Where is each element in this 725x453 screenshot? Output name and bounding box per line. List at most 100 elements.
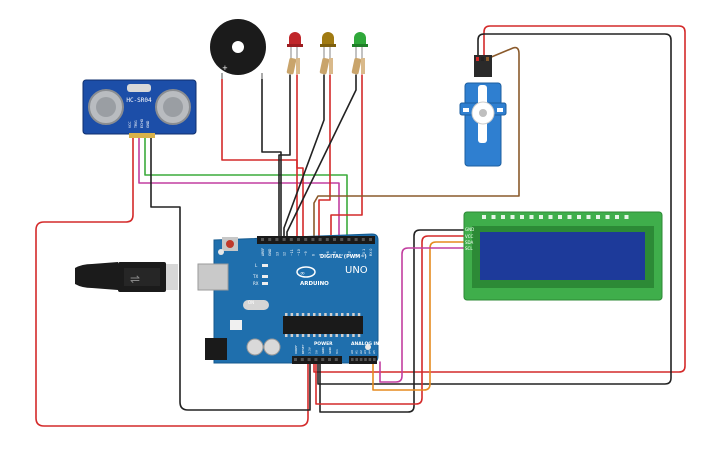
- wire-servo-gnd[interactable]: [317, 33, 672, 385]
- servo-motor-icon[interactable]: [459, 55, 507, 167]
- power-pin-hole[interactable]: [294, 358, 297, 361]
- lcd-pin-hole: [596, 215, 600, 219]
- wire-buzzer-negative[interactable]: [261, 74, 282, 241]
- arduino-brand: ARDUINO: [300, 281, 329, 287]
- digital-pin-hole[interactable]: [361, 238, 365, 241]
- digital-pin-hole[interactable]: [304, 238, 308, 241]
- wire-ultrasonic-gnd[interactable]: [150, 137, 311, 411]
- chip-pin: [285, 313, 288, 316]
- digital-pin-label: AREF: [261, 248, 265, 256]
- lcd-pin-hole: [491, 215, 496, 219]
- led-red[interactable]: [286, 32, 303, 75]
- digital-pin-hole[interactable]: [354, 238, 358, 241]
- power-pin-label: GND: [328, 346, 332, 354]
- digital-pin-label: GND: [268, 248, 272, 256]
- digital-pin-label: ~6: [326, 251, 330, 256]
- chip-pin: [318, 313, 322, 316]
- digital-pin-hole[interactable]: [340, 238, 344, 241]
- digital-pin-hole[interactable]: [282, 238, 286, 241]
- digital-pin-hole[interactable]: [268, 238, 272, 241]
- wire-led-red-anode[interactable]: [296, 74, 304, 241]
- wire-lcd-vcc[interactable]: [315, 235, 471, 405]
- digital-pin-hole[interactable]: [261, 238, 264, 241]
- analog-pin-label: A0: [350, 350, 354, 354]
- wire-ultrasonic-echo[interactable]: [144, 137, 348, 241]
- wire-led-yellow-cathode[interactable]: [283, 74, 325, 241]
- power-pin-hole[interactable]: [314, 358, 318, 361]
- power-pin-hole[interactable]: [328, 358, 331, 361]
- chip-pin: [301, 313, 305, 316]
- lcd-pin-hole: [501, 215, 505, 219]
- lcd-pin-hole: [567, 215, 572, 219]
- digital-pin-label: 12: [283, 252, 287, 256]
- power-pin-label: IOREF: [294, 345, 298, 354]
- chip-pin: [285, 334, 288, 337]
- lcd-display[interactable]: GND VCC SDA SCL: [463, 211, 663, 301]
- chip-pin: [341, 313, 344, 316]
- analog-pin-hole[interactable]: [364, 358, 367, 361]
- lcd-pin-hole: [548, 215, 553, 219]
- buzzer-icon[interactable]: +: [210, 19, 266, 79]
- chip-pin: [290, 334, 294, 337]
- lcd-pin-vcc: VCC: [465, 234, 474, 239]
- analog-pin-hole[interactable]: [351, 358, 354, 361]
- wire-servo-vcc[interactable]: [313, 25, 686, 373]
- ultrasonic-pin-trig: TRIG: [134, 120, 138, 129]
- digital-pin-hole[interactable]: [318, 238, 322, 241]
- power-pin-hole[interactable]: [334, 358, 338, 361]
- ultrasonic-sensor[interactable]: HC-SR04 VCC TRIG ECHO GND: [82, 79, 197, 138]
- wire-lcd-scl[interactable]: [379, 247, 471, 383]
- wire-lcd-gnd[interactable]: [319, 229, 471, 413]
- chip-pin: [357, 334, 361, 337]
- svg-text:⇌: ⇌: [130, 272, 140, 286]
- led-yellow[interactable]: [319, 32, 336, 75]
- analog-pin-hole[interactable]: [373, 358, 376, 361]
- digital-header[interactable]: [257, 236, 375, 244]
- digital-pin-label: 7: [319, 254, 323, 256]
- analog-header[interactable]: [349, 356, 377, 364]
- chip-pin: [290, 313, 294, 316]
- analog-pin-hole[interactable]: [368, 358, 372, 361]
- digital-pin-label: 2: [355, 254, 359, 256]
- wire-led-red-cathode[interactable]: [278, 74, 291, 241]
- power-label: POWER: [314, 341, 333, 347]
- digital-pin-hole[interactable]: [311, 238, 315, 241]
- digital-pin-hole[interactable]: [333, 238, 336, 241]
- power-pin-hole[interactable]: [300, 358, 304, 361]
- lcd-pin-hole: [558, 215, 562, 219]
- wire-lcd-sda[interactable]: [372, 241, 471, 391]
- power-pin-hole[interactable]: [321, 358, 325, 361]
- led-green[interactable]: [351, 32, 368, 75]
- power-pin-label: Vin: [335, 349, 339, 354]
- digital-pin-hole[interactable]: [289, 238, 293, 241]
- digital-pin-hole[interactable]: [297, 238, 300, 241]
- digital-pin-label: ~9: [304, 251, 308, 256]
- chip-pin: [307, 313, 310, 316]
- wire-ultrasonic-trig[interactable]: [138, 137, 340, 241]
- digital-pin-hole[interactable]: [369, 238, 372, 241]
- wire-servo-signal[interactable]: [313, 46, 520, 241]
- chip-pin: [313, 313, 316, 316]
- lcd-pin-hole: [577, 215, 581, 219]
- ultrasonic-model-label: HC-SR04: [126, 97, 152, 104]
- digital-pin-hole[interactable]: [325, 238, 329, 241]
- lcd-pin-hole: [605, 215, 610, 219]
- chip-pin: [307, 334, 310, 337]
- chip-pin: [335, 334, 338, 337]
- power-pin-hole[interactable]: [307, 358, 311, 361]
- arduino-model: UNO: [345, 265, 368, 276]
- digital-pin-hole[interactable]: [347, 238, 351, 241]
- wire-led-green-anode[interactable]: [330, 74, 363, 241]
- analog-pin-hole[interactable]: [359, 358, 363, 361]
- analog-pin-hole[interactable]: [355, 358, 358, 361]
- analog-pin-label: A3: [363, 350, 367, 354]
- wire-ultrasonic-vcc[interactable]: [35, 137, 309, 427]
- wire-buzzer-positive[interactable]: [221, 74, 298, 241]
- digital-pin-hole[interactable]: [275, 238, 279, 241]
- wire-led-yellow-anode[interactable]: [318, 74, 331, 241]
- analog-pin-label: A2: [359, 350, 363, 354]
